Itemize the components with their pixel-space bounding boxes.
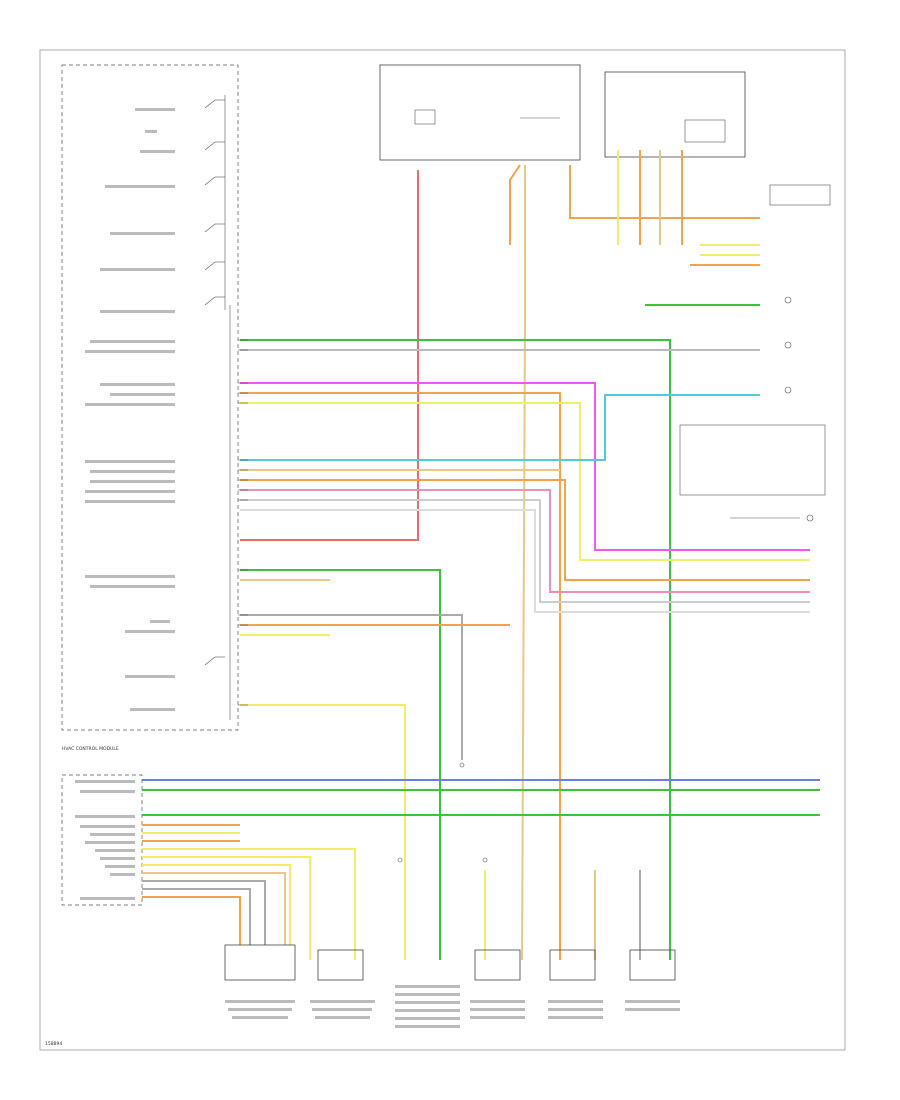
wire-orange-trans (569, 165, 760, 219)
wire-gray-2 (240, 499, 810, 603)
hvac-module-label: HVAC CONTROL MODULE (62, 746, 119, 752)
wire-yellow-relay (240, 704, 406, 960)
wire-yellow-1 (240, 402, 810, 561)
actuator-1 (224, 944, 296, 981)
hvac-module-upper (61, 64, 239, 731)
wire-orange-fuse (509, 164, 521, 245)
wire-magenta (240, 382, 810, 551)
wire-orange-1 (240, 392, 561, 960)
actuator-2 (317, 949, 364, 981)
transmission-module (604, 71, 746, 158)
page-id: 158894 (45, 1041, 62, 1047)
right-components (679, 184, 831, 522)
internal-switches (204, 95, 231, 720)
hvac-module-lower (61, 774, 143, 906)
diagram-frame (39, 49, 846, 1051)
bottom-actuators (224, 762, 676, 981)
wire-gray-sensor (240, 614, 463, 760)
actuator-4 (549, 949, 596, 981)
module-pin-labels (75, 108, 175, 900)
actuator-5 (629, 949, 676, 981)
fuse-element (414, 109, 436, 125)
connector-pins (238, 339, 248, 706)
wire-orange-2 (240, 479, 810, 581)
bottom-labels (225, 985, 680, 1028)
wire-green-right-rear (240, 339, 671, 960)
actuator-3 (474, 949, 521, 981)
wire-pink (240, 489, 810, 593)
wire-tan-long (521, 165, 526, 961)
wire-cyan (240, 394, 760, 461)
fuse-block (379, 64, 581, 161)
wire-layer (142, 150, 820, 961)
wire-red-main (240, 170, 419, 541)
wire-gray-3 (240, 509, 810, 613)
wire-green-low (240, 569, 441, 960)
